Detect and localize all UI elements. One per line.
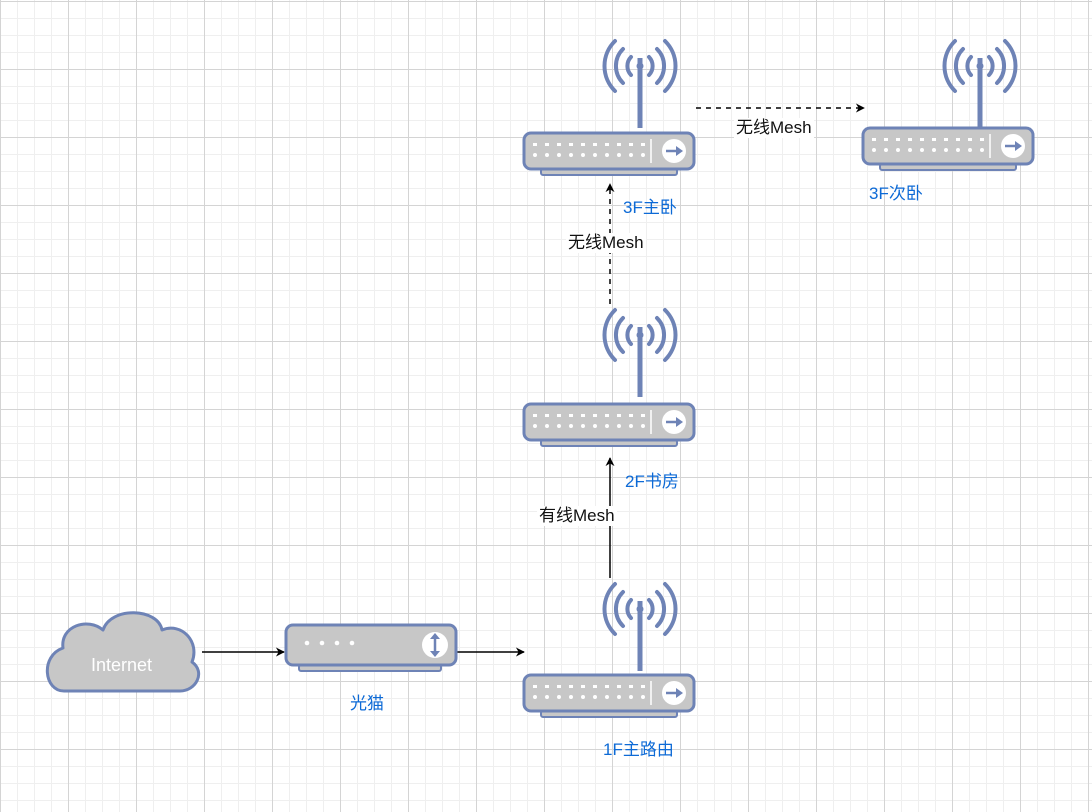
study-router-label: 2F书房: [625, 472, 679, 491]
wireless-mesh-horizontal-label: 无线Mesh: [734, 118, 814, 138]
master-bedroom-router-icon: [522, 41, 696, 177]
wired-mesh-label: 有线Mesh: [537, 506, 617, 526]
master-bedroom-router-label: 3F主卧: [623, 198, 677, 217]
modem-icon: [284, 623, 458, 672]
second-bedroom-router-label: 3F次卧: [869, 184, 923, 203]
second-bedroom-router-icon: [861, 41, 1035, 172]
cloud-icon: [45, 611, 201, 693]
main-router-icon: [522, 584, 696, 719]
internet-label: Internet: [91, 655, 153, 675]
wireless-mesh-vertical-label: 无线Mesh: [566, 233, 646, 253]
main-router-label: 1F主路由: [603, 740, 674, 759]
study-router-icon: [522, 310, 696, 448]
modem-label: 光猫: [350, 694, 384, 713]
